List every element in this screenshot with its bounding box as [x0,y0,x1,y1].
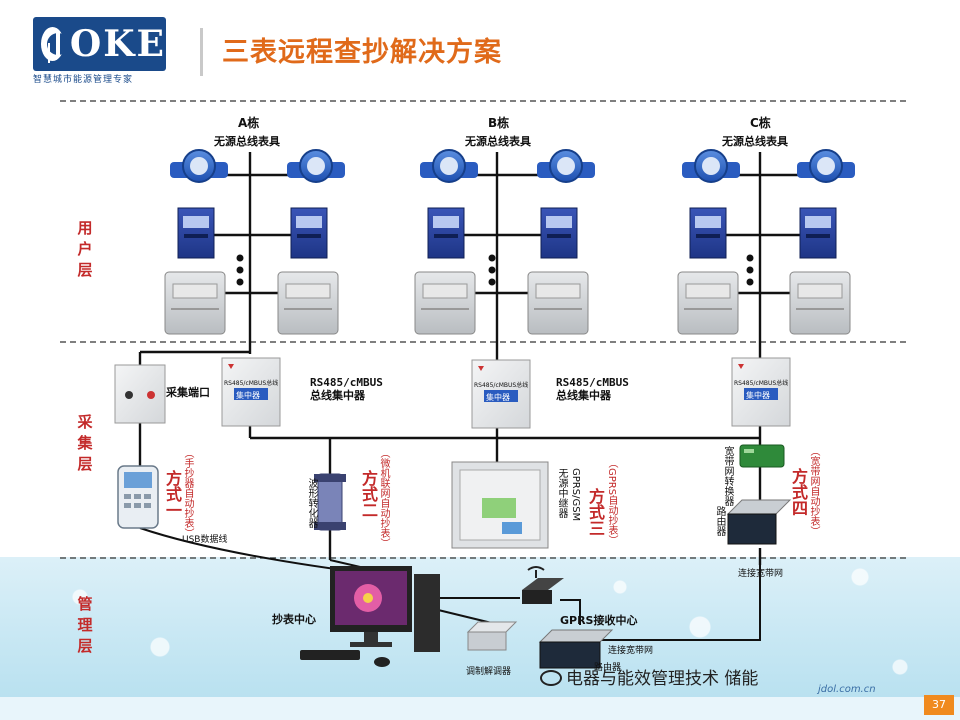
concentrator-c-label: 集中器 [746,391,770,400]
router2-label: 路由器 [594,663,622,673]
user-layer-label: 用户层 [77,219,93,279]
watermark-url: jdol.com.cn [818,684,876,695]
mode-4-desc: （宽带网自动抄表） [808,446,819,536]
manage-wiring [139,527,761,641]
gprs-receiver [522,566,564,604]
concentrator-boxes [221,357,791,429]
mode-3-label: 方式三 [586,488,605,536]
building-b-title: B栋 [488,116,510,130]
bus-label-a: RS485/cMBUS 总线集中器 [310,376,383,402]
mode-1-desc: （手抄器自动抄表） [182,448,193,538]
concentrator-a-header: RS485/cMBUS总线 [224,380,279,387]
meter-center-label: 抄表中心 [272,613,316,626]
bottom-band [0,697,960,720]
continuation-dots [236,254,754,286]
gprs-relay-cabinet [451,461,549,549]
concentrator-c-header: RS485/cMBUS总线 [734,380,789,387]
concentrator-b-label: 集中器 [486,393,510,402]
modem-label: 调制解调器 [466,667,512,677]
collect-port-device [114,364,166,424]
waveform-converter [314,473,346,531]
manage-layer-label: 管理层 [77,595,93,655]
water-meters [170,149,855,183]
handheld-reader [117,465,159,529]
watermark-label: 电器与能效管理技术 储能 [566,669,759,689]
relay-label: GPRS/GSM 无源中继器 [556,468,581,522]
computer [300,566,440,667]
converter-label: 波形转化器 [306,478,317,528]
broadband-converter [739,444,785,468]
logo-subtitle: 智慧城市能源管理专家 [33,75,134,85]
collect-layer-label: 采集层 [77,413,93,473]
globe-icon [41,27,69,61]
gprs-center-label: GPRS接收中心 [560,614,638,627]
page-number: 37 [924,695,954,715]
building-a-subtitle: 无源总线表具 [214,135,280,148]
bus-label-b: RS485/cMBUS 总线集中器 [556,376,629,402]
watermark-text: 电器与能效管理技术 储能 [540,664,758,689]
wechat-icon [540,670,562,686]
mode-4-label: 方式四 [789,468,808,516]
modem-device [466,621,518,651]
title-divider [200,28,203,76]
layer-separators [60,100,908,559]
building-c-subtitle: 无源总线表具 [722,135,788,148]
building-b-subtitle: 无源总线表具 [465,135,531,148]
broadband-label: 连接宽带网 [738,569,784,579]
mode-2-label: 方式二 [359,470,378,518]
page-title: 三表远程查抄解决方案 [222,37,502,68]
building-a-title: A栋 [238,116,260,130]
router-device [726,499,792,545]
mode-2-desc: （微机联网自动抄表） [378,448,389,548]
concentrator-b-header: RS485/cMBUS总线 [474,382,529,389]
mode-3-desc: （GPRS自动抄表） [606,458,617,546]
broadband2-label: 连接宽带网 [608,646,654,656]
router2-device [538,629,614,669]
router-label: 路由器 [714,506,725,536]
usb-line-label: USB数据线 [182,535,228,545]
logo-text: OKE [69,23,166,65]
gas-meters [164,271,851,335]
company-logo: OKE [33,17,166,71]
electric-meters [177,207,837,259]
collect-port-label: 采集端口 [166,386,210,399]
building-wiring [200,152,805,360]
mode-1-label: 方式一 [163,470,182,518]
building-c-title: C栋 [750,116,771,130]
broadband-converter-label: 宽带网转换器 [722,446,733,506]
concentrator-a-label: 集中器 [236,391,260,400]
